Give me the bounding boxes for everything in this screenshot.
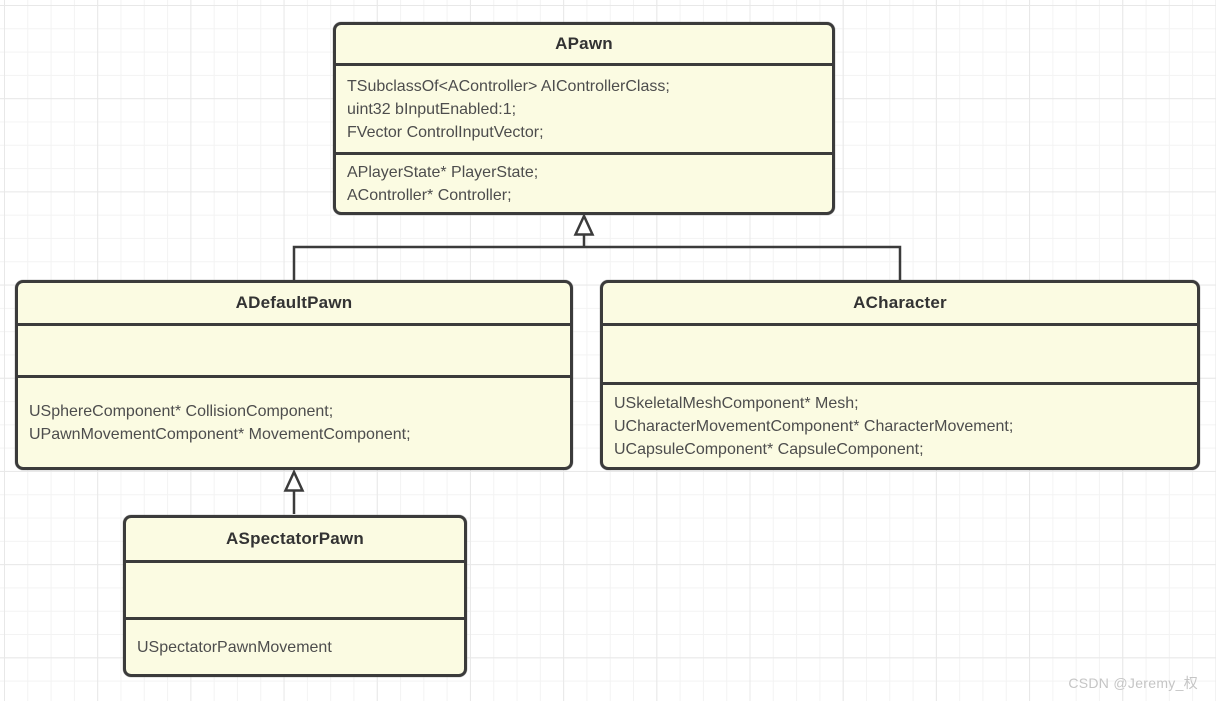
class-title-aspectatorpawn: ASpectatorPawn — [126, 518, 464, 563]
class-title-acharacter: ACharacter — [603, 283, 1197, 326]
method-line: UCharacterMovementComponent* CharacterMo… — [614, 417, 1014, 435]
class-box-apawn: APawn TSubclassOf<AController> AIControl… — [333, 22, 835, 215]
class-title-adefaultpawn: ADefaultPawn — [18, 283, 570, 326]
inheritance-arrowhead-adefaultpawn — [283, 469, 305, 492]
method-line: UCapsuleComponent* CapsuleComponent; — [614, 440, 924, 458]
method-line: USpectatorPawnMovement — [137, 638, 332, 656]
attribute-line: FVector ControlInputVector; — [347, 123, 544, 141]
method-line: USphereComponent* CollisionComponent; — [29, 402, 334, 420]
class-box-adefaultpawn: ADefaultPawn USphereComponent* Collision… — [15, 280, 573, 470]
class-attributes-aspectatorpawn — [126, 563, 464, 617]
attribute-line: TSubclassOf<AController> AIControllerCla… — [347, 77, 670, 95]
connector-tree-line — [292, 245, 902, 280]
method-line: AController* Controller; — [347, 186, 512, 204]
class-methods-apawn: APlayerState* PlayerState; AController* … — [336, 152, 832, 212]
class-attributes-apawn: TSubclassOf<AController> AIControllerCla… — [336, 66, 832, 152]
class-methods-acharacter: USkeletalMeshComponent* Mesh; UCharacter… — [603, 382, 1197, 467]
method-line: UPawnMovementComponent* MovementComponen… — [29, 425, 411, 443]
class-title-apawn: APawn — [336, 25, 832, 66]
class-methods-aspectatorpawn: USpectatorPawnMovement — [126, 617, 464, 674]
class-methods-adefaultpawn: USphereComponent* CollisionComponent; UP… — [18, 375, 570, 467]
csdn-watermark: CSDN @Jeremy_权 — [1068, 675, 1198, 691]
class-attributes-acharacter — [603, 326, 1197, 382]
class-attributes-adefaultpawn — [18, 326, 570, 375]
method-line: USkeletalMeshComponent* Mesh; — [614, 394, 859, 412]
method-line: APlayerState* PlayerState; — [347, 163, 539, 181]
inheritance-arrowhead-apawn — [573, 213, 595, 236]
class-box-acharacter: ACharacter USkeletalMeshComponent* Mesh;… — [600, 280, 1200, 470]
attribute-line: uint32 bInputEnabled:1; — [347, 100, 517, 118]
class-box-aspectatorpawn: ASpectatorPawn USpectatorPawnMovement — [123, 515, 467, 677]
